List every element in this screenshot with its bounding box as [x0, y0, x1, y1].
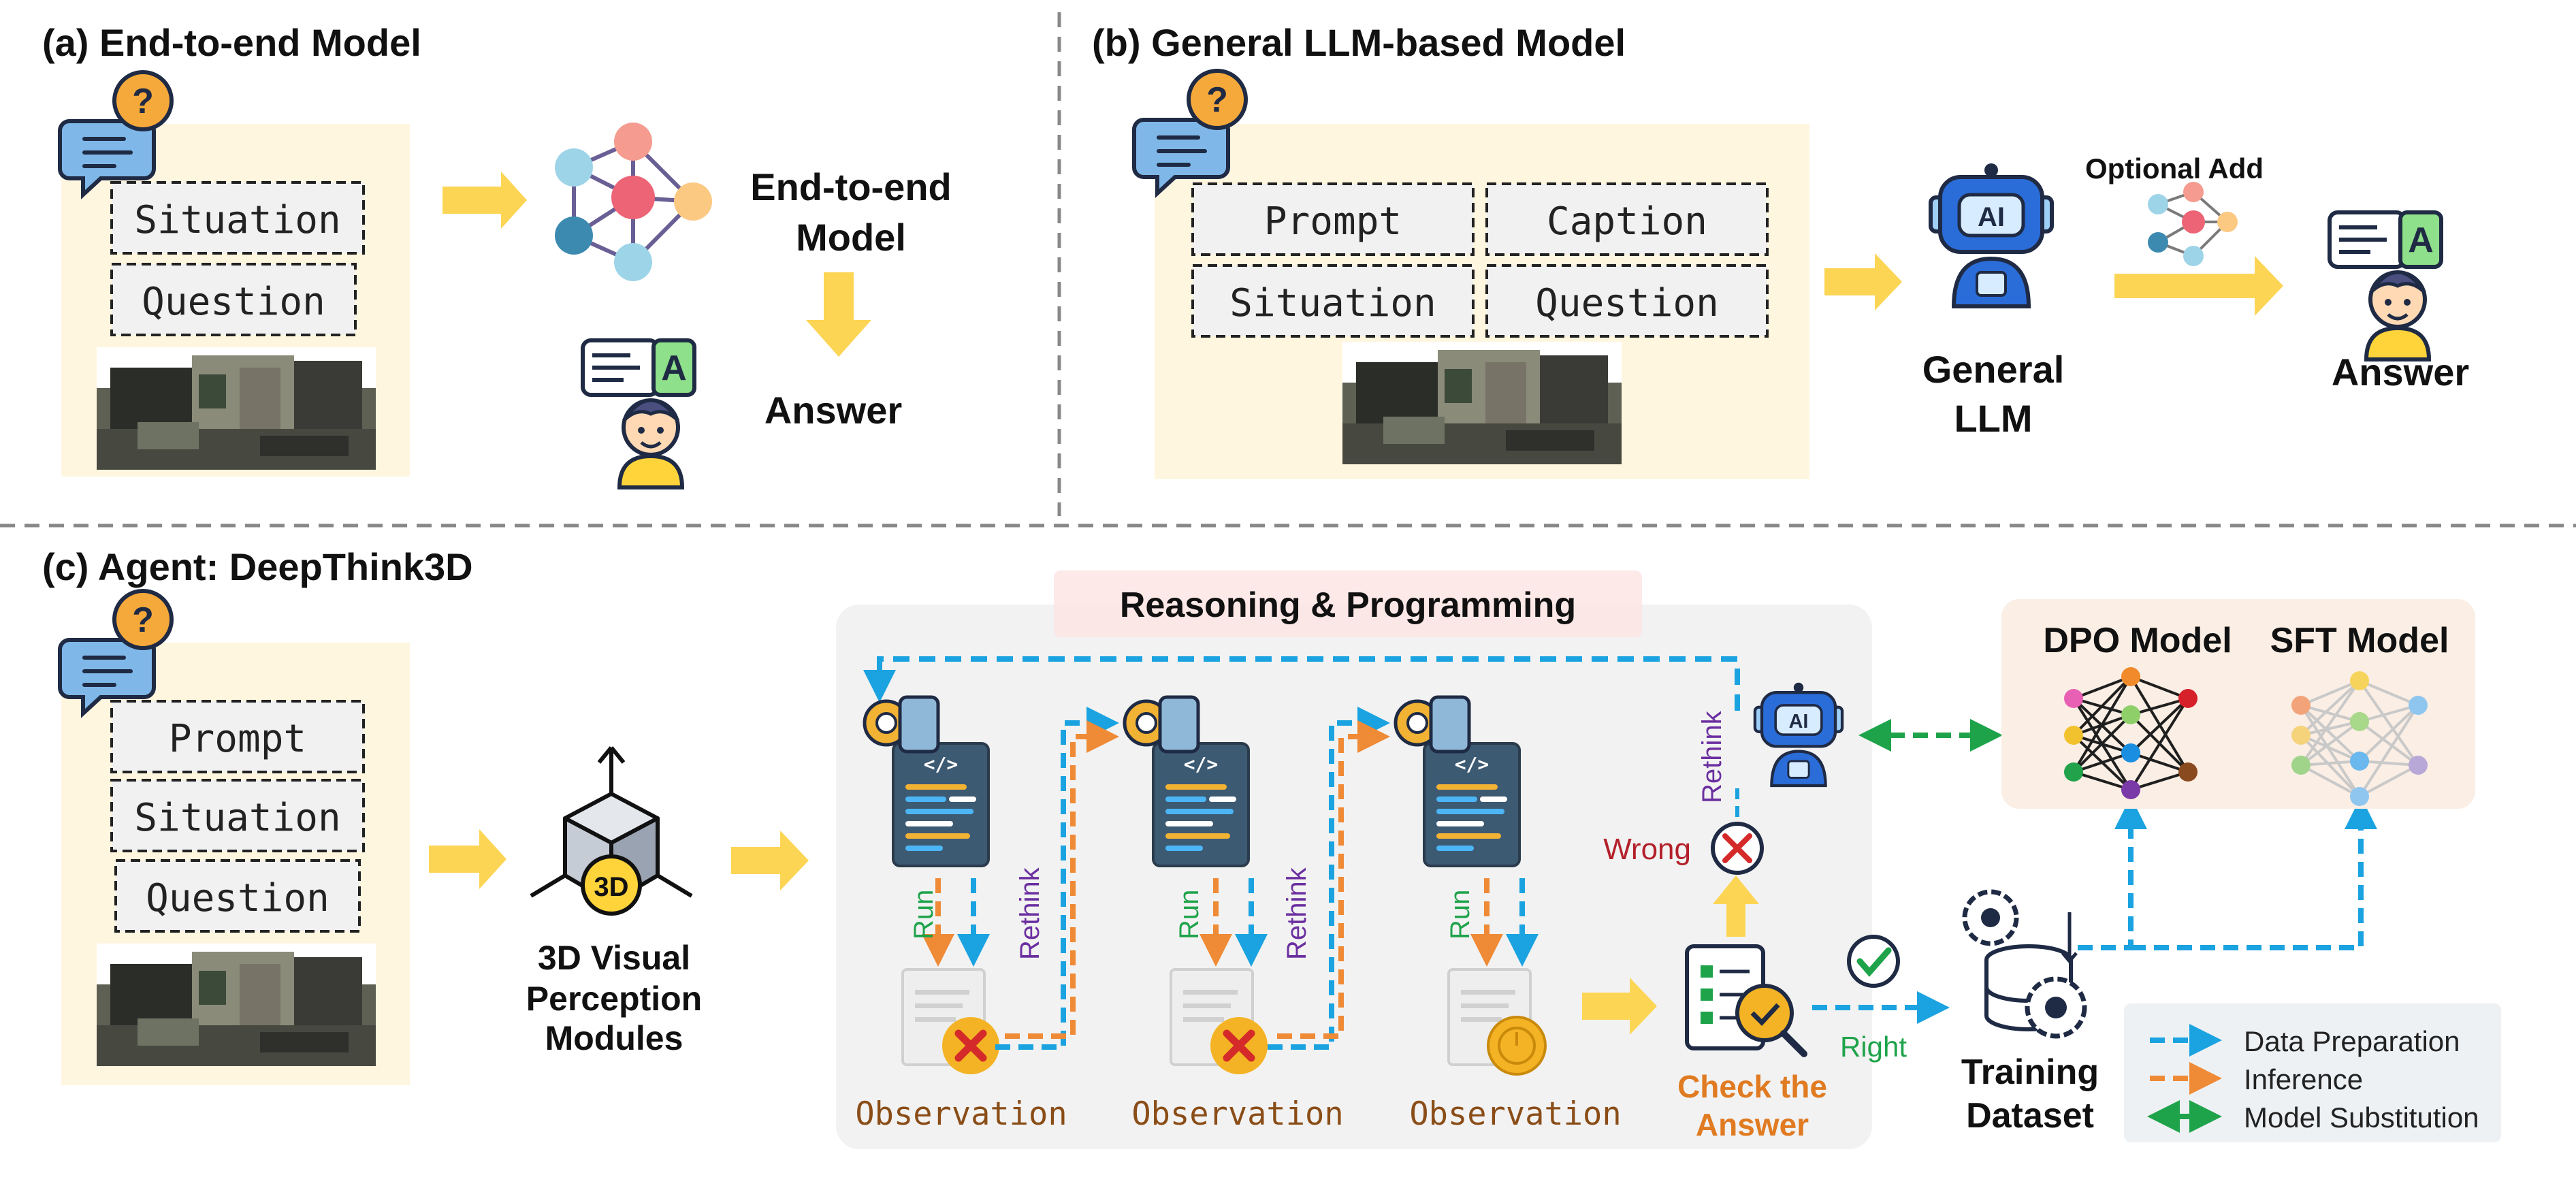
panel-b-title: (b) General LLM-based Model	[1092, 21, 1626, 64]
legend-label-model-substitution: Model Substitution	[2244, 1101, 2479, 1133]
dpo-network-icon	[2064, 667, 2197, 799]
reasoning-title-bg	[1054, 570, 1642, 637]
sft-network-icon	[2291, 671, 2428, 806]
panel-a-title: (a) End-to-end Model	[42, 21, 421, 64]
prompt-label: Prompt	[169, 717, 306, 761]
check-answer-label-2: Answer	[1696, 1107, 1809, 1142]
observation-label-2: Observation	[1131, 1095, 1343, 1133]
observation-failed-icon-2	[1171, 969, 1268, 1074]
panel-c-title: (c) Agent: DeepThink3D	[42, 545, 473, 588]
observation-to-check-arrow	[1582, 978, 1657, 1035]
panel-b-answer-label: Answer	[2332, 351, 2469, 393]
perception-to-reasoning-arrow	[731, 831, 809, 890]
question-label: Question	[1535, 281, 1719, 325]
perception-label-2: Perception	[526, 980, 702, 1018]
database-gear-icon	[1962, 889, 2087, 1039]
dataset-to-dpo-arrow	[2078, 797, 2147, 950]
observation-success-icon	[1447, 968, 1547, 1076]
panel-a: (a) End-to-end Model Situation Question	[42, 21, 952, 487]
scene-image	[97, 347, 376, 470]
llm-to-answer-arrow	[2114, 256, 2283, 316]
perception-label-3: Modules	[545, 1019, 683, 1057]
input-to-perception-arrow	[429, 829, 506, 889]
reasoning-panel	[836, 605, 1872, 1149]
training-dataset-label-2: Dataset	[1966, 1096, 2094, 1136]
rethink-arrow-2-blue	[1268, 707, 1390, 1050]
run-label-2: Run	[1174, 890, 1204, 939]
checklist-magnifier-icon	[1685, 944, 1807, 1057]
general-llm-label-1: General	[1922, 348, 2065, 391]
dataset-to-sft-arrow	[2131, 797, 2377, 950]
legend-item-inference: Inference	[2150, 1062, 2363, 1095]
right-label: Right	[1840, 1031, 1907, 1063]
rethink-arrow-1-blue	[995, 707, 1119, 1050]
end-to-end-model-label-2: Model	[796, 216, 906, 259]
legend: Data Preparation Inference Model Substit…	[2124, 1003, 2501, 1142]
neural-network-icon	[555, 123, 712, 281]
panel-b: (b) General LLM-based Model Prompt Capti…	[1092, 21, 2469, 479]
badge-3d-label: 3D	[594, 872, 628, 902]
reasoning-title: Reasoning & Programming	[1120, 585, 1576, 625]
check-answer-label-1: Check the	[1677, 1069, 1827, 1104]
caption-box: Caption	[1485, 182, 1769, 256]
training-dataset-label-1: Training	[1961, 1052, 2099, 1092]
question-box: Question	[1485, 264, 1769, 338]
prompt-box: Prompt	[1191, 182, 1475, 256]
situation-box: Situation	[1191, 264, 1475, 338]
input-to-llm-arrow	[1824, 253, 1902, 310]
legend-item-data-preparation: Data Preparation	[2150, 1024, 2460, 1057]
rethink-arrow-2-orange	[1277, 720, 1390, 1039]
optional-network-icon	[2148, 182, 2238, 266]
rethink-label-3: Rethink	[1697, 710, 1727, 803]
perception-label-1: 3D Visual	[538, 939, 690, 977]
situation-box: Situation	[110, 181, 365, 255]
caption-label: Caption	[1547, 199, 1707, 244]
optional-add-label: Optional Add	[2085, 152, 2264, 184]
legend-label-data-preparation: Data Preparation	[2244, 1025, 2460, 1057]
situation-label: Situation	[134, 796, 340, 840]
legend-label-inference: Inference	[2244, 1063, 2363, 1095]
question-box: Question	[110, 263, 357, 336]
rethink-label-2: Rethink	[1282, 867, 1312, 960]
model-to-answer-arrow	[806, 272, 871, 357]
question-label: Question	[142, 280, 325, 324]
input-to-model-arrow	[442, 172, 527, 229]
situation-label: Situation	[1229, 281, 1436, 325]
general-llm-label-2: LLM	[1954, 397, 2032, 440]
panel-c: (c) Agent: DeepThink3D Prompt Situation …	[42, 545, 2501, 1149]
rethink-label-1: Rethink	[1015, 867, 1045, 960]
end-to-end-model-label-1: End-to-end	[750, 165, 951, 208]
answer-chat-icon	[583, 340, 694, 487]
ai-robot-icon	[1931, 163, 2052, 306]
run-label-1: Run	[909, 890, 939, 939]
situation-box: Situation	[110, 779, 365, 852]
3d-cube-icon: 3D	[530, 746, 693, 916]
situation-label: Situation	[134, 198, 340, 242]
right-mark-icon	[1847, 935, 1900, 988]
scene-image	[1342, 342, 1622, 464]
legend-item-model-substitution: Model Substitution	[2147, 1100, 2479, 1133]
observation-label-3: Observation	[1409, 1095, 1621, 1133]
check-to-wrong-arrow	[1713, 875, 1759, 937]
run-label-3: Run	[1445, 890, 1475, 939]
observation-failed-icon-1	[903, 969, 999, 1074]
prompt-label: Prompt	[1264, 199, 1402, 244]
scene-image	[97, 944, 376, 1066]
observation-label-1: Observation	[855, 1095, 1067, 1133]
dpo-model-label: DPO Model	[2043, 621, 2232, 660]
question-label: Question	[146, 876, 329, 920]
wrong-mark-icon	[1711, 822, 1764, 875]
rethink-loop-line	[863, 656, 1740, 711]
panel-a-answer-label: Answer	[764, 389, 902, 432]
rethink-arrow-1-orange	[1005, 720, 1119, 1039]
question-box: Question	[114, 859, 361, 933]
sft-model-label: SFT Model	[2270, 621, 2449, 660]
answer-chat-icon	[2330, 212, 2441, 359]
prompt-box: Prompt	[110, 700, 365, 773]
wrong-label: Wrong	[1603, 833, 1691, 866]
